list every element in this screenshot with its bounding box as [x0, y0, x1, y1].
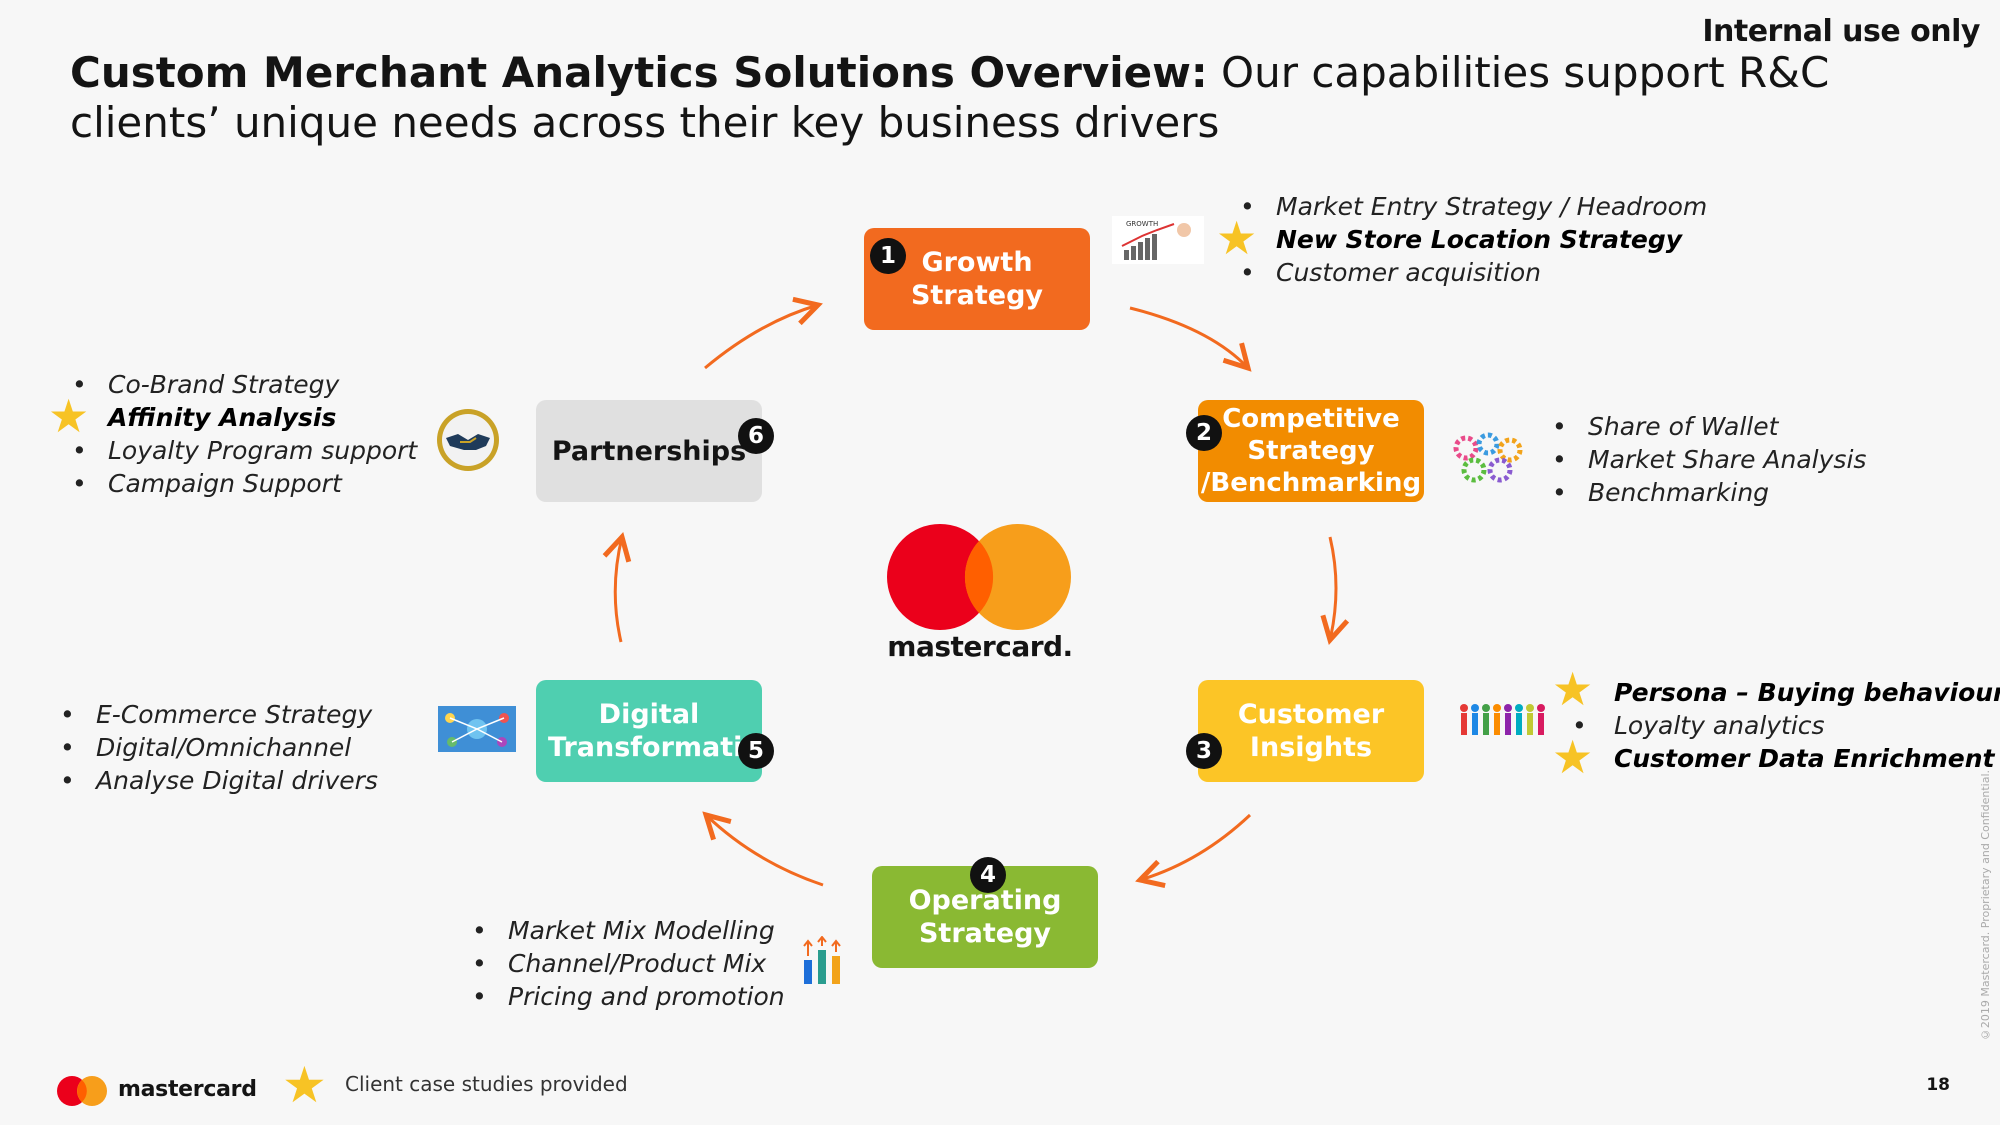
list-item-text: Customer acquisition: [1276, 258, 1541, 287]
title-rest: Our capabilities support R&C clients’ un…: [70, 48, 1830, 147]
arrow-2-to-3: [1330, 536, 1336, 640]
page-number: 18: [1926, 1075, 1950, 1095]
mastercard-logo: mastercard.: [880, 520, 1080, 663]
list-item: •Share of Wallet: [1552, 412, 1779, 441]
legend-text: Client case studies provided: [345, 1072, 628, 1096]
list-item: •E-Commerce Strategy: [60, 700, 373, 729]
list-item: •Campaign Support: [72, 469, 342, 498]
list-item: •Pricing and promotion: [472, 982, 785, 1011]
list-customer: ★Persona – Buying behaviour •Loyalty ana…: [1552, 666, 2000, 780]
list-item-text: Digital/Omnichannel: [96, 733, 352, 762]
list-item-text: Channel/Product Mix: [508, 949, 767, 978]
list-item: •Channel/Product Mix: [472, 949, 767, 978]
step-label-line: Partnerships: [551, 435, 747, 467]
list-item-text: Co-Brand Strategy: [108, 370, 340, 399]
list-item-text: Loyalty Program support: [108, 436, 418, 465]
list-item-text: Persona – Buying behaviour: [1614, 678, 2000, 707]
list-partnerships: •Co-Brand Strategy ★Affinity Analysis •L…: [48, 368, 418, 500]
step-label-line: Digital: [598, 699, 700, 730]
list-item: •Co-Brand Strategy: [72, 370, 340, 399]
step-number-badge: 1: [870, 238, 906, 274]
list-item: •Customer acquisition: [1240, 258, 1541, 287]
list-item: •Loyalty analytics: [1572, 711, 1825, 740]
legend-star-icon: ★: [282, 1056, 327, 1114]
step-partnerships[interactable]: Partnerships: [536, 400, 762, 502]
footer-mastercard-circles-icon: [57, 1076, 107, 1106]
step-label-line: Strategy: [1247, 436, 1375, 466]
list-item: ★Customer Data Enrichment: [1552, 734, 2000, 780]
step-label-line: Strategy: [910, 280, 1044, 311]
list-item-text: Loyalty analytics: [1614, 711, 1825, 740]
list-item-text: Market Entry Strategy / Headroom: [1276, 192, 1708, 221]
list-item-text: Market Share Analysis: [1588, 445, 1867, 474]
handshake-icon: [436, 408, 500, 472]
gears-icon: [1452, 432, 1524, 484]
list-item: •Market Entry Strategy / Headroom: [1240, 192, 1708, 221]
footer-mastercard-logo: mastercard: [56, 1074, 257, 1108]
list-item-text: Analyse Digital drivers: [96, 766, 378, 795]
arrow-4-to-5: [706, 815, 824, 887]
list-item-text: Customer Data Enrichment: [1614, 744, 1995, 773]
mastercard-circles-icon: [887, 524, 1071, 630]
list-growth: •Market Entry Strategy / Headroom ★New S…: [1216, 190, 1708, 289]
list-item: •Market Mix Modelling: [472, 916, 775, 945]
step-label-line: /Benchmarking: [1200, 468, 1422, 498]
step-label-line: Transformation: [548, 732, 762, 763]
footer-wordmark: mastercard: [118, 1077, 257, 1102]
star-icon: ★: [1216, 211, 1258, 265]
step-number-badge: 4: [970, 857, 1006, 893]
star-icon: ★: [1552, 662, 1594, 716]
list-digital: •E-Commerce Strategy •Digital/Omnichanne…: [56, 698, 378, 797]
list-item-text: New Store Location Strategy: [1276, 225, 1683, 254]
arrow-6-to-1: [704, 305, 818, 370]
star-icon: ★: [1552, 730, 1594, 784]
arrow-1-to-2: [1129, 306, 1248, 368]
list-item-text: Benchmarking: [1588, 478, 1770, 507]
step-number-badge: 6: [738, 418, 774, 454]
list-item: •Market Share Analysis: [1552, 445, 1867, 474]
list-item-text: Market Mix Modelling: [508, 916, 775, 945]
list-competitive: •Share of Wallet •Market Share Analysis …: [1548, 410, 1866, 509]
bar-arrows-icon: [800, 935, 846, 986]
copyright-notice: ©2019 Mastercard. Proprietary and Confid…: [1979, 770, 1992, 1042]
list-item: •Digital/Omnichannel: [60, 733, 352, 762]
title-bold: Custom Merchant Analytics Solutions Over…: [70, 48, 1208, 97]
list-item-text: Pricing and promotion: [508, 982, 785, 1011]
list-item: •Analyse Digital drivers: [60, 766, 378, 795]
list-item-text: Campaign Support: [108, 469, 342, 498]
step-label-line: Customer: [1237, 699, 1385, 730]
list-item-text: E-Commerce Strategy: [96, 700, 373, 729]
step-label-line: Growth: [921, 247, 1033, 278]
list-item: •Benchmarking: [1552, 478, 1770, 507]
people-crowd-icon: [1458, 698, 1550, 746]
growth-chart-icon: GROWTH: [1112, 216, 1204, 264]
step-number-badge: 3: [1186, 733, 1222, 769]
list-item: •Loyalty Program support: [72, 436, 418, 465]
step-label-line: Competitive: [1222, 404, 1400, 434]
list-item-text: Affinity Analysis: [108, 403, 337, 432]
star-icon: ★: [48, 389, 90, 443]
arrow-5-to-6: [615, 537, 622, 643]
step-label-line: Strategy: [918, 918, 1052, 949]
page-title: Custom Merchant Analytics Solutions Over…: [70, 48, 1930, 148]
step-number-badge: 2: [1186, 415, 1222, 451]
network-globe-icon: [438, 706, 516, 752]
step-number-badge: 5: [738, 733, 774, 769]
mastercard-wordmark: mastercard.: [887, 630, 1073, 663]
list-operating: •Market Mix Modelling •Channel/Product M…: [468, 914, 785, 1013]
list-item: ★Affinity Analysis: [48, 393, 417, 439]
list-item-text: Share of Wallet: [1588, 412, 1779, 441]
list-item: ★Persona – Buying behaviour: [1552, 666, 2000, 712]
growth-chart-label: GROWTH: [1126, 220, 1158, 228]
step-label-line: Insights: [1249, 732, 1373, 763]
internal-use-label: Internal use only: [1702, 14, 1980, 49]
list-item: ★New Store Location Strategy: [1216, 215, 1707, 261]
arrow-3-to-4: [1140, 813, 1252, 880]
